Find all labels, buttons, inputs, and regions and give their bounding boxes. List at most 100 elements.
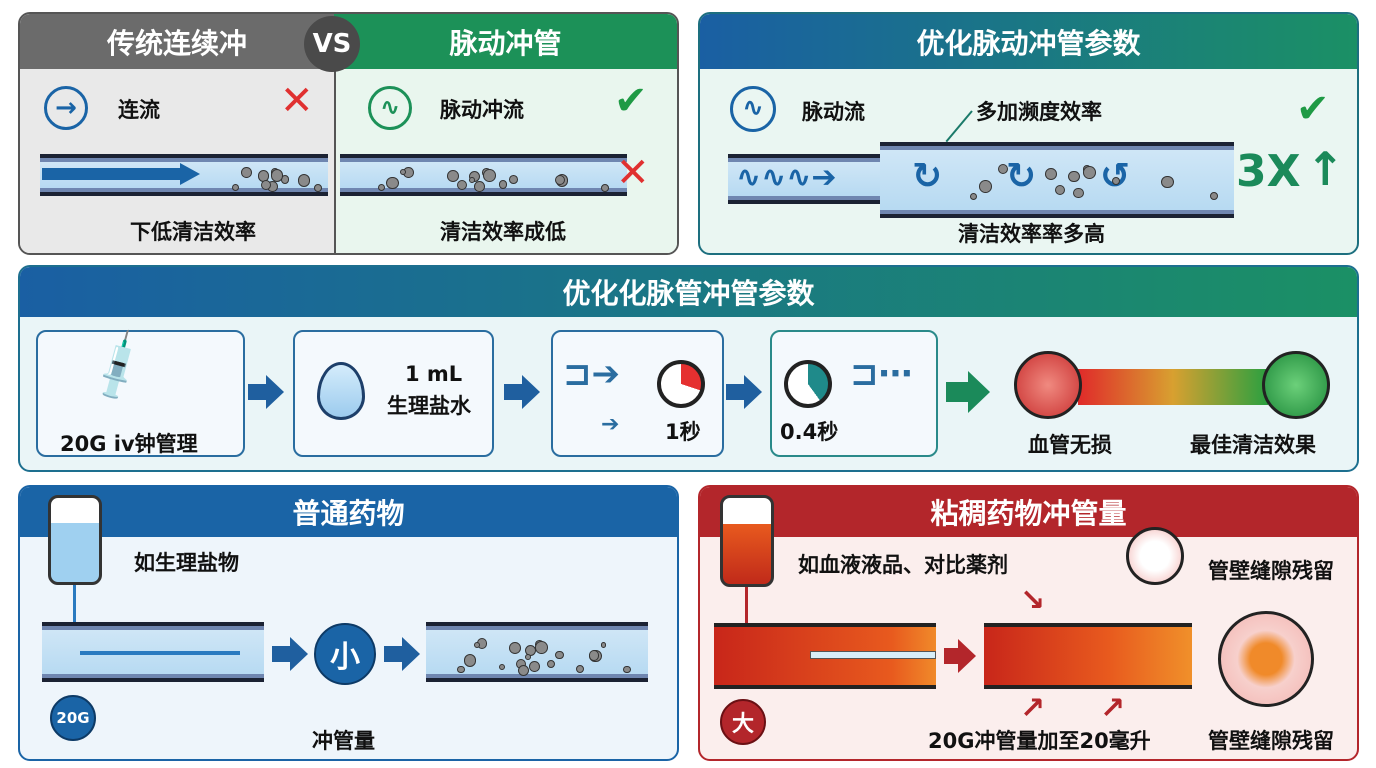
normal-drug-title: 普通药物 [292,497,405,530]
catheter-needle [810,651,936,659]
small-volume-badge: 小 [314,623,376,685]
large-volume-text: 大 [731,712,754,737]
water-drop-icon [317,362,365,420]
debris-particle [1045,167,1057,180]
debris-particle [600,642,607,648]
viscous-example: 如血液液品、对比薬剂 [798,553,1008,577]
debris-particle [241,167,252,178]
efficiency-caption: 清洁效率率多高 [958,222,1105,246]
pause-time: 0.4秒 [780,420,839,444]
debris-particle [622,665,631,674]
residue-bottom-label: 管壁缝隙残留 [1208,729,1334,753]
debris-particle [997,163,1009,175]
optimize-title: 优化脉动冲管参数 [916,26,1141,60]
debris-particle [261,179,272,190]
debris-particle [979,180,992,193]
check-icon: ✔ [614,78,648,124]
viscous-drug-header: 粘稠药物冲管量 [700,487,1357,537]
debris-particle [386,176,399,190]
curved-arrow-icon: ↗ [1020,691,1046,726]
healthy-catheter-icon [1262,351,1330,419]
tube-wide [880,142,1234,218]
step-arrow-icon [504,375,540,409]
normal-drug-panel: 普通药物 如生理盐物 小 20G 冲管量 [18,485,679,761]
gauge-badge: 20G [50,695,96,741]
debris-particle [297,174,310,187]
debris-particle [555,650,564,660]
debris-particle [555,174,566,185]
multiplier-value: 3X [1236,146,1301,197]
step-arrow-icon [726,375,762,409]
pulse-flow-label: 脉动流 [802,100,865,124]
debris-particle [457,665,465,674]
swirl-icon: ↺ [1100,156,1130,197]
wave-flow-icon: ∿∿∿➔ [736,160,837,195]
viscous-flush-caption: 20G冲管量加至20毫升 [928,729,1151,753]
debris-particle [589,650,600,661]
swirl-icon: ↻ [1006,156,1037,197]
debris-particle [377,184,385,192]
saline-label: 生理盐水 [387,394,471,418]
residue-zoom-top [1126,527,1184,585]
debris-particle [231,184,240,192]
residue-zoom-bottom [1218,611,1314,707]
parameters-header: 优化化脉管冲管参数 [20,267,1357,317]
step-saline-card: 1 mL 生理盐水 [293,330,494,457]
wave-circle-icon: ∿ [368,86,412,130]
pulse-label: 脉动冲流 [440,98,524,122]
residue-top-label: 管壁缝隙残留 [1208,559,1334,583]
debris-particle [270,168,284,182]
catheter-needle [80,651,240,655]
comparison-panel: 传统连续冲 脉动冲管 VS → 连流 ✕ 下低清洁效率 ∿ 脉动冲流 ✔ ✕ 清… [18,12,679,255]
catheter-icon: 💉 [77,326,161,408]
check-icon: ✔ [1296,86,1330,132]
debris-particle [1161,175,1174,189]
narrowed-vessel [984,623,1192,689]
step-push-card: ⊐➔ ➔ 1秒 [551,330,724,457]
debris-particle [399,169,406,176]
debris-particle [447,169,460,182]
step-pause-card: ⊐⋯ 0.4秒 [770,330,938,457]
cross-icon: ✕ [616,150,650,196]
large-volume-badge: 大 [720,699,766,745]
arrow-icon [384,637,420,671]
curved-arrow-icon: ↗ [1100,691,1126,726]
small-arrow-icon: ➔ [601,412,620,437]
debris-particle [509,174,519,184]
debris-particle [1068,170,1080,182]
result-arrow-icon [946,371,990,413]
iv-line [73,585,76,645]
cross-icon: ✕ [280,78,314,124]
syringe-icon: ⊐➔ [563,354,620,394]
stopwatch-icon [784,360,832,408]
debris-particle [473,181,485,192]
debris-particle [969,192,978,201]
arrow-circle-icon: → [44,86,88,130]
debris-particle [473,641,480,648]
debris-particle [1083,166,1096,180]
viscous-drug-title: 粘稠药物冲管量 [930,497,1127,530]
callout-label: 多加濒度效率 [976,100,1102,124]
vs-badge: VS [304,16,360,72]
catheter-label: 20G iv钟管理 [60,432,198,456]
pulse-flush-header: 脉动冲管 [334,14,677,69]
iv-bag-icon [48,495,102,585]
tube-narrow [728,154,888,204]
optimize-panel: 优化脉动冲管参数 ∿ 脉动流 多加濒度效率 ∿∿∿➔ ↻ ↻ ↺ ✔ 3X ↑ … [698,12,1359,255]
parameters-title: 优化化脉管冲管参数 [562,277,815,310]
flow-arrow-head [180,163,200,185]
curved-arrow-icon: ↘ [1020,583,1046,618]
debris-particle [1111,176,1121,186]
step-catheter-card: 💉 20G iv钟管理 [36,326,245,457]
flow-arrow-icon [42,168,182,180]
callout-line [945,110,973,143]
debris-particle [518,664,530,676]
syringe-icon: ⊐⋯ [850,354,913,394]
viscous-drug-panel: 粘稠药物冲管量 如血液液品、对比薬剂 ↘ ↗ ↗ 管壁缝隙残留 大 20G冲管量… [698,485,1359,761]
gradient-bar [1078,369,1268,405]
arrow-icon [272,637,308,671]
continuous-caption: 下低清洁效率 [130,220,256,244]
debris-particle [498,664,505,671]
continuous-label: 连流 [118,98,160,122]
saline-volume: 1 mL [405,362,463,386]
